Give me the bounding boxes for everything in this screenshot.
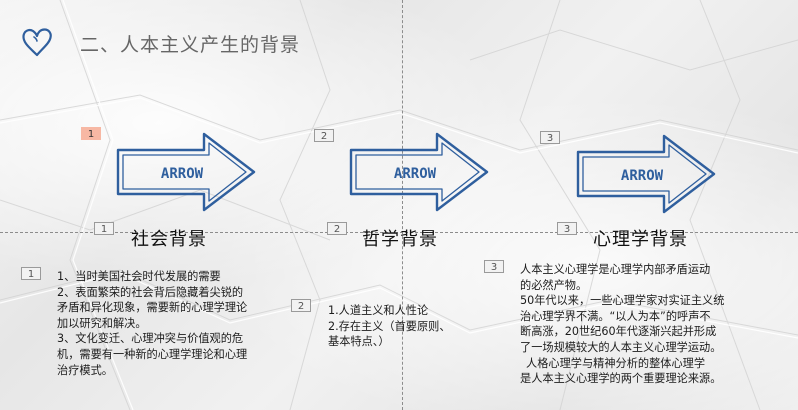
sketch-arrow-icon: ARROW: [349, 132, 489, 212]
content-badge-2[interactable]: 2: [291, 299, 311, 312]
sketch-arrow-icon: ARROW: [116, 132, 256, 212]
text-line: 治心理学界不满。“以人为本”的呼声不: [520, 309, 711, 323]
content-social: 1、当时美国社会时代发展的需要 2、表面繁荣的社会背后隐藏着尖锐的 矛盾和异化现…: [57, 269, 247, 378]
text-line: 的必然产物。: [520, 278, 588, 292]
text-line: 了一场规模较大的人本主义心理学运动。: [520, 340, 722, 354]
arrow-label: ARROW: [394, 166, 437, 182]
guide-horizontal: [0, 232, 798, 233]
text-line: 2.存在主义（首要原则、: [328, 319, 451, 333]
content-philosophy: 1.人道主义和人性论 2.存在主义（首要原则、 基本特点、）: [328, 303, 451, 350]
text-line: 人格心理学与精神分析的整体心理学: [526, 356, 706, 370]
heading-badge-1[interactable]: 1: [94, 222, 114, 235]
content-psychology: 人本主义心理学是心理学内部矛盾运动 的必然产物。 50年代以来，一些心理学家对实…: [520, 262, 724, 387]
guide-vertical: [402, 0, 403, 410]
text-line: 加以研究和解决。: [57, 316, 147, 330]
text-line: 人本主义心理学是心理学内部矛盾运动: [520, 263, 711, 276]
text-line: 1、当时美国社会时代发展的需要: [57, 270, 221, 283]
heart-outline-icon: [22, 28, 52, 57]
step-badge-3[interactable]: 3: [540, 131, 560, 144]
heading-psychology: 心理学背景: [593, 229, 688, 250]
text-line: 1.人道主义和人性论: [328, 304, 429, 317]
text-line: 是人本主义心理学的两个重要理论来源。: [520, 372, 722, 386]
arrow-label: ARROW: [161, 166, 204, 182]
heading-badge-3[interactable]: 3: [557, 222, 577, 235]
text-line: 2、表面繁荣的社会背后隐藏着尖锐的: [57, 285, 244, 299]
arrow-label: ARROW: [621, 168, 664, 184]
sketch-arrow-icon: ARROW: [576, 134, 716, 214]
heading-philosophy: 哲学背景: [362, 229, 438, 250]
step-badge-2[interactable]: 2: [314, 129, 334, 142]
text-line: 治疗模式。: [57, 363, 113, 377]
text-line: 矛盾和异化现象，需要新的心理学理论: [57, 301, 248, 315]
page-title: 二、人本主义产生的背景: [80, 34, 301, 56]
text-line: 断高涨，20世纪60年代逐渐兴起并形成: [520, 325, 717, 339]
content-badge-3[interactable]: 3: [484, 260, 504, 273]
heading-badge-2[interactable]: 2: [327, 222, 347, 235]
heading-social: 社会背景: [131, 229, 207, 250]
text-line: 50年代以来，一些心理学家对实证主义统: [520, 294, 725, 308]
text-line: 机，需要有一种新的心理学理论和心理: [57, 347, 248, 361]
step-badge-1[interactable]: 1: [81, 127, 101, 140]
text-line: 基本特点、）: [328, 335, 390, 349]
text-line: 3、文化变迁、心理冲突与价值观的危: [57, 332, 244, 346]
content-badge-1[interactable]: 1: [21, 267, 41, 280]
